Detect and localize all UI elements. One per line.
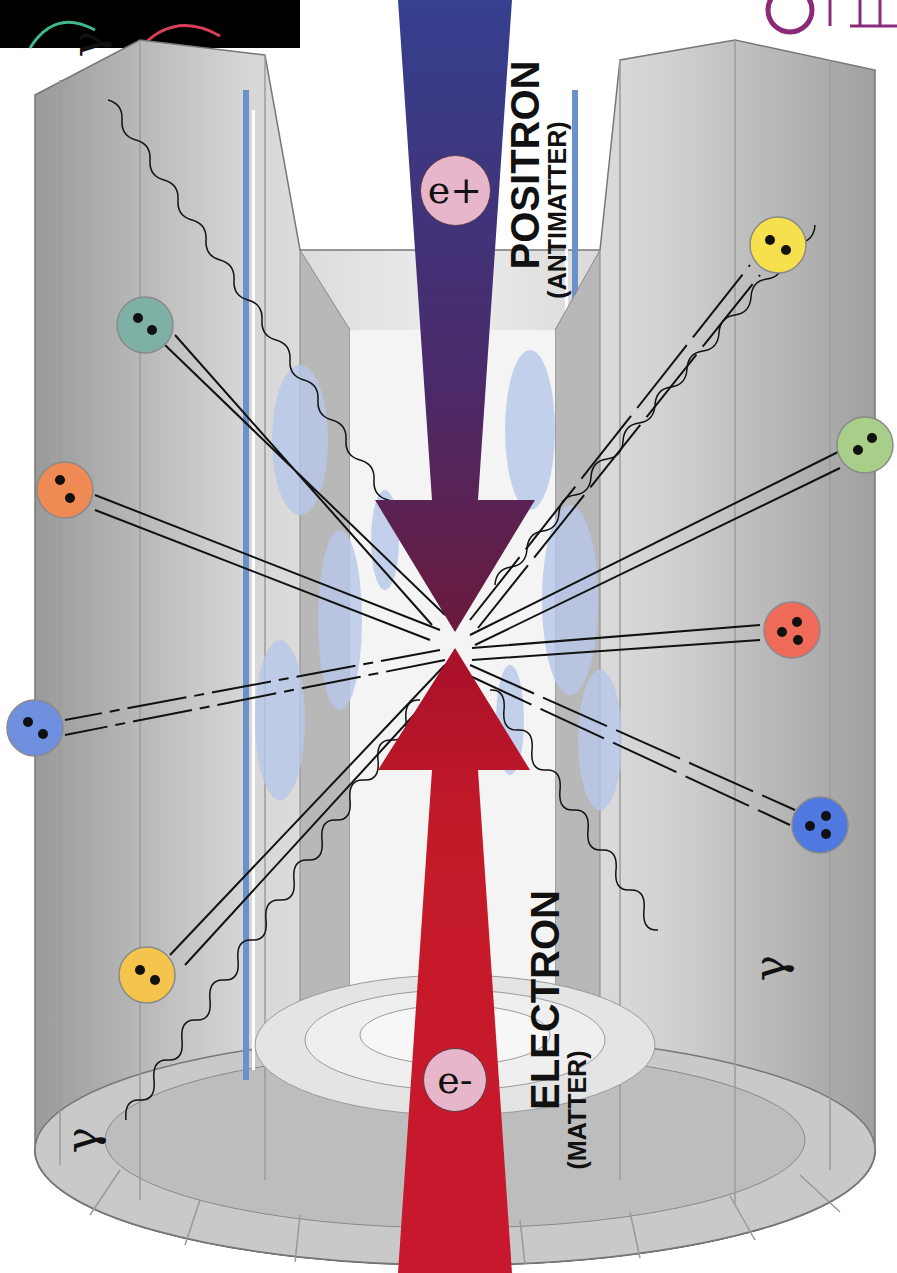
detector-body bbox=[243, 90, 249, 1080]
quark-dots bbox=[793, 635, 803, 645]
gamma-rays bbox=[495, 225, 815, 585]
particle-tracks bbox=[472, 625, 760, 660]
quark-dots bbox=[765, 235, 775, 245]
quark-dots bbox=[805, 821, 815, 831]
gamma-label: γ bbox=[748, 955, 792, 981]
energy-swirls bbox=[505, 350, 555, 510]
particle-tracks bbox=[165, 335, 445, 625]
beam-note: (MATTER) bbox=[565, 1051, 590, 1170]
quark-dots bbox=[867, 433, 877, 443]
beam-particle-circle: e+ bbox=[420, 155, 491, 226]
gamma-rays bbox=[108, 100, 430, 560]
quark-dots bbox=[792, 617, 802, 627]
quark-dots bbox=[821, 811, 831, 821]
particle-symbol: e- bbox=[437, 1061, 472, 1099]
quark-dots bbox=[150, 975, 160, 985]
beams bbox=[378, 648, 530, 1273]
beam-name: POSITRON bbox=[505, 61, 545, 270]
energy-swirls bbox=[578, 670, 622, 810]
detector-body bbox=[252, 110, 255, 1070]
quark-dots bbox=[55, 475, 65, 485]
quark-dots bbox=[38, 729, 48, 739]
particles bbox=[37, 462, 93, 518]
corner-inset bbox=[768, 0, 812, 32]
quark-dots bbox=[147, 325, 157, 335]
corner-inset bbox=[830, 0, 897, 26]
beam-name: ELECTRON bbox=[525, 890, 565, 1110]
energy-swirls bbox=[255, 640, 305, 800]
particles bbox=[764, 602, 820, 658]
particles bbox=[837, 417, 893, 473]
gamma-label: γ bbox=[60, 1127, 104, 1153]
particle-symbol: e+ bbox=[428, 171, 482, 209]
quark-dots bbox=[781, 245, 791, 255]
particle-tracks bbox=[468, 665, 795, 825]
particles bbox=[792, 797, 848, 853]
gamma-rays bbox=[490, 690, 658, 930]
gamma-label: γ bbox=[66, 31, 110, 57]
quark-dots bbox=[821, 829, 831, 839]
beam-note: (ANTIMATTER) bbox=[545, 121, 570, 298]
quark-dots bbox=[135, 965, 145, 975]
quark-dots bbox=[853, 445, 863, 455]
particles bbox=[750, 217, 806, 273]
particles bbox=[119, 947, 175, 1003]
particles bbox=[7, 700, 63, 756]
particle-tracks bbox=[470, 265, 760, 628]
particles bbox=[117, 297, 173, 353]
particle-tracks bbox=[170, 665, 455, 965]
quark-dots bbox=[65, 493, 75, 503]
particle-tracks bbox=[65, 650, 445, 735]
quark-dots bbox=[777, 627, 787, 637]
gamma-rays bbox=[126, 700, 420, 1120]
quark-dots bbox=[133, 313, 143, 323]
beam-particle-circle: e- bbox=[423, 1048, 487, 1112]
quark-dots bbox=[23, 717, 33, 727]
energy-swirls bbox=[272, 365, 328, 515]
